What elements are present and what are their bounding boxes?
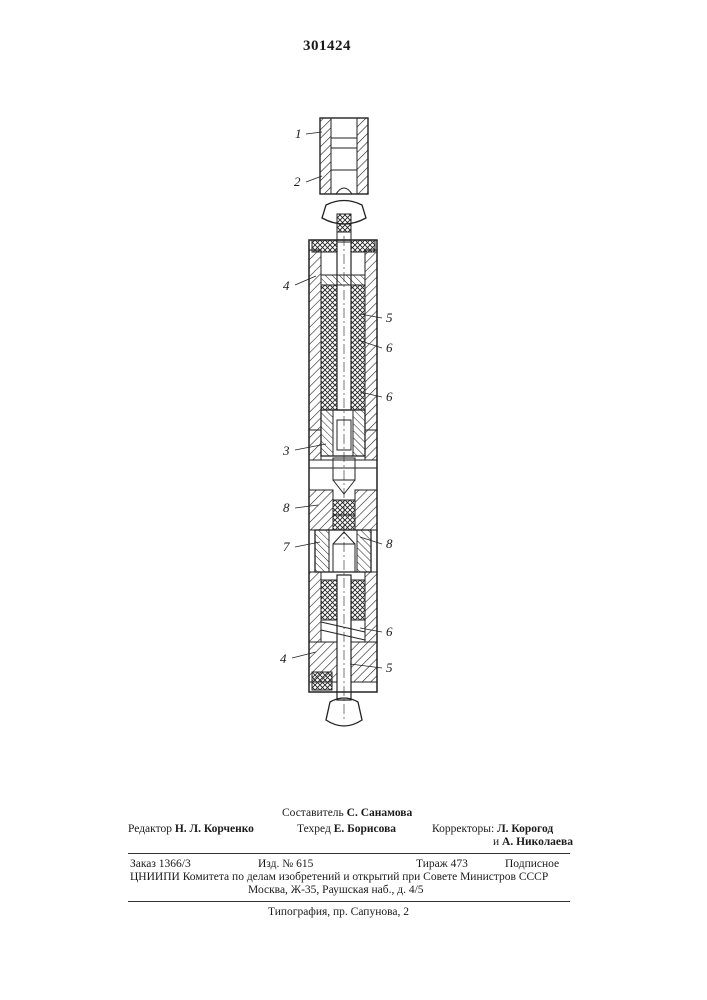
label-5-upper: 5 (386, 310, 393, 325)
divider-bottom (128, 901, 570, 902)
label-6-second: 6 (386, 389, 393, 404)
divider-top (128, 853, 570, 854)
top-coupling (320, 118, 368, 242)
label-4-upper: 4 (283, 278, 290, 293)
subscription-note: Подписное (505, 858, 559, 871)
print-run: Тираж 473 (416, 858, 468, 871)
label-6-first: 6 (386, 340, 393, 355)
label-7: 7 (283, 539, 290, 554)
label-1: 1 (295, 126, 302, 141)
label-6-lower: 6 (386, 624, 393, 639)
editor-credit: Редактор Н. Л. Корченко (128, 823, 254, 836)
issue-number: Изд. № 615 (258, 858, 313, 871)
label-5-lower: 5 (386, 660, 393, 675)
label-8-right: 8 (386, 536, 393, 551)
techred-credit: Техред Е. Борисова (297, 823, 396, 836)
address-line: Москва, Ж-35, Раушская наб., д. 4/5 (248, 884, 424, 897)
tool-body (309, 236, 377, 726)
printer-line: Типография, пр. Сапунова, 2 (268, 906, 409, 919)
order-number: Заказ 1366/3 (130, 858, 191, 871)
corrector-credit-1: Корректоры: Л. Корогод (432, 823, 553, 836)
compiler-credit: Составитель С. Санамова (282, 807, 412, 820)
label-2: 2 (294, 174, 301, 189)
corrector-credit-2: и А. Николаева (493, 836, 573, 849)
organization-line: ЦНИИПИ Комитета по делам изобретений и о… (130, 871, 570, 884)
label-3: 3 (282, 443, 290, 458)
label-4-lower: 4 (280, 651, 287, 666)
label-8-left: 8 (283, 500, 290, 515)
